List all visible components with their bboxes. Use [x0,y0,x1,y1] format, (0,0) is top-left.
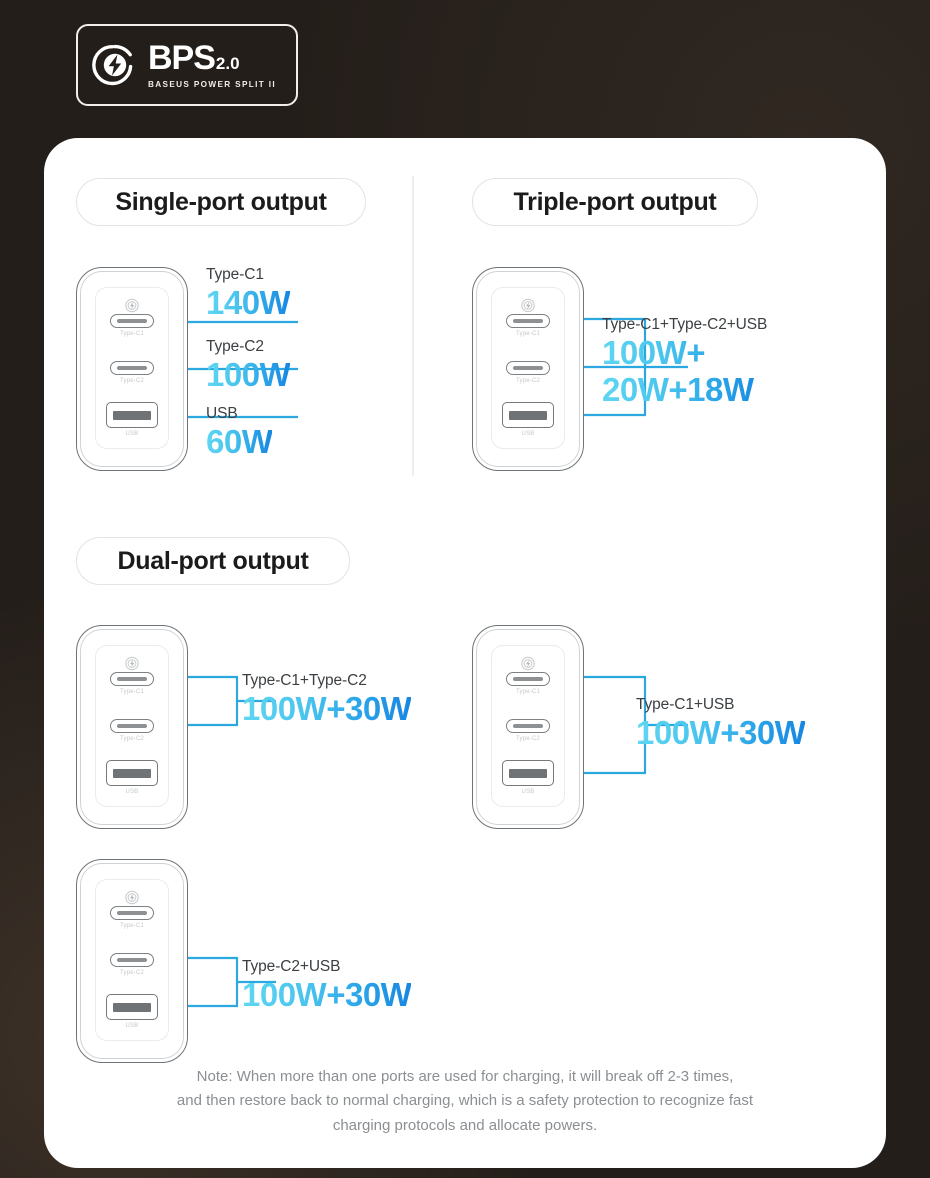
device-panel [491,645,565,807]
port-label-usb: USB [125,1023,139,1029]
device-panel [95,287,169,449]
port-label-usb: USB [521,431,535,437]
port-label-usb: USB [125,431,139,437]
note-line-1: Note: When more than one ports are used … [196,1068,734,1086]
port-label-type-c1: Type-C1 [119,689,145,695]
port-type-c2 [110,719,154,733]
charger-device-single: Type-C1 Type-C2 USB [76,267,188,471]
readout-value: 100W [206,356,291,393]
connector-bracket-dual-c1-c2 [188,671,298,731]
device-bolt-icon [521,656,536,671]
device-bolt-icon [125,298,140,313]
readout-dual-c2-usb: Type-C2+USB 100W+30W [242,958,412,1013]
logo-subtitle: BASEUS POWER SPLIT II [148,80,276,89]
readout-label: Type-C1+USB [636,696,735,713]
readout-label: Type-C1 [206,266,264,283]
logo-title: BPS [148,39,216,77]
device-panel [95,645,169,807]
port-label-type-c2: Type-C2 [515,378,541,384]
readout-value: 100W+30W [242,690,412,727]
device-bolt-icon [125,890,140,905]
port-label-type-c2: Type-C2 [119,736,145,742]
port-type-c2 [506,361,550,375]
logo-wordmark: BPS 2.0 BASEUS POWER SPLIT II [148,41,276,89]
connector-single-c1 [188,320,298,324]
port-label-type-c2: Type-C2 [119,378,145,384]
readout-single-usb: USB 60W [206,405,273,460]
device-panel [491,287,565,449]
port-usb-a [106,994,158,1020]
device-panel [95,879,169,1041]
readout-value-line2: 20W+18W [602,371,767,409]
readout-value: 60W [206,423,273,460]
content-card: Single-port output Triple-port output Du… [44,138,886,1168]
note-line-3: charging protocols and allocate powers. [332,1116,598,1134]
port-label-type-c1: Type-C1 [119,331,145,337]
port-label-type-c1: Type-C1 [515,689,541,695]
readout-dual-c1-usb: Type-C1+USB 100W+30W [636,696,806,751]
port-type-c2 [110,953,154,967]
charger-device-dual-c1-usb: Type-C1 Type-C2 USB [472,625,584,829]
readout-label: Type-C1+Type-C2+USB [602,316,768,333]
port-type-c1 [506,314,550,328]
device-body [472,267,584,471]
charger-device-triple: Type-C1 Type-C2 USB [472,267,584,471]
logo-version: 2.0 [215,54,240,73]
connector-single-usb [188,415,298,419]
power-split-bolt-icon [92,42,138,88]
readout-label: Type-C1+Type-C2 [242,672,367,689]
readout-value-line1: 100W+ [602,334,767,372]
port-type-c1 [110,672,154,686]
port-type-c1 [110,906,154,920]
port-label-usb: USB [521,789,535,795]
connector-bracket-dual-c2-usb [188,952,298,1012]
port-label-type-c2: Type-C2 [119,970,145,976]
device-bolt-icon [521,298,536,313]
device-body-inner-edge [80,271,184,467]
port-label-type-c2: Type-C2 [515,736,541,742]
heading-single-port: Single-port output [76,178,366,226]
port-type-c1 [110,314,154,328]
port-label-usb: USB [125,789,139,795]
footer-note: Note: When more than one ports are used … [44,1065,886,1138]
readout-value: 140W [206,284,291,321]
device-bolt-icon [125,656,140,671]
device-body-inner-edge [476,271,580,467]
readout-label: USB [206,405,238,422]
port-type-c2 [506,719,550,733]
connector-single-c2 [188,367,298,371]
charger-device-dual-c2-usb: Type-C1 Type-C2 USB [76,859,188,1063]
port-type-c2 [110,361,154,375]
connector-bracket-triple [584,313,714,428]
readout-single-c2: Type-C2 100W [206,338,291,393]
port-usb-a [106,402,158,428]
readout-triple: Type-C1+Type-C2+USB 100W+ 20W+18W [602,316,767,409]
device-body-inner-edge [476,629,580,825]
device-body-inner-edge [80,629,184,825]
heading-triple-port: Triple-port output [472,178,758,226]
note-line-2: and then restore back to normal charging… [176,1092,754,1110]
port-usb-a [106,760,158,786]
connector-bracket-dual-c1-usb [584,671,714,786]
readout-label: Type-C2+USB [242,958,341,975]
readout-label: Type-C2 [206,338,264,355]
readout-value: 100W+30W [636,714,806,751]
charger-device-dual-c1-c2: Type-C1 Type-C2 USB [76,625,188,829]
port-usb-a [502,402,554,428]
column-divider [412,176,414,476]
port-type-c1 [506,672,550,686]
heading-dual-port: Dual-port output [76,537,350,585]
port-label-type-c1: Type-C1 [119,923,145,929]
readout-value: 100W+30W [242,976,412,1013]
readout-single-c1: Type-C1 140W [206,266,291,321]
device-body-inner-edge [80,863,184,1059]
readout-dual-c1-c2: Type-C1+Type-C2 100W+30W [242,672,412,727]
bps-logo-badge: BPS 2.0 BASEUS POWER SPLIT II [76,24,298,106]
port-usb-a [502,760,554,786]
port-label-type-c1: Type-C1 [515,331,541,337]
